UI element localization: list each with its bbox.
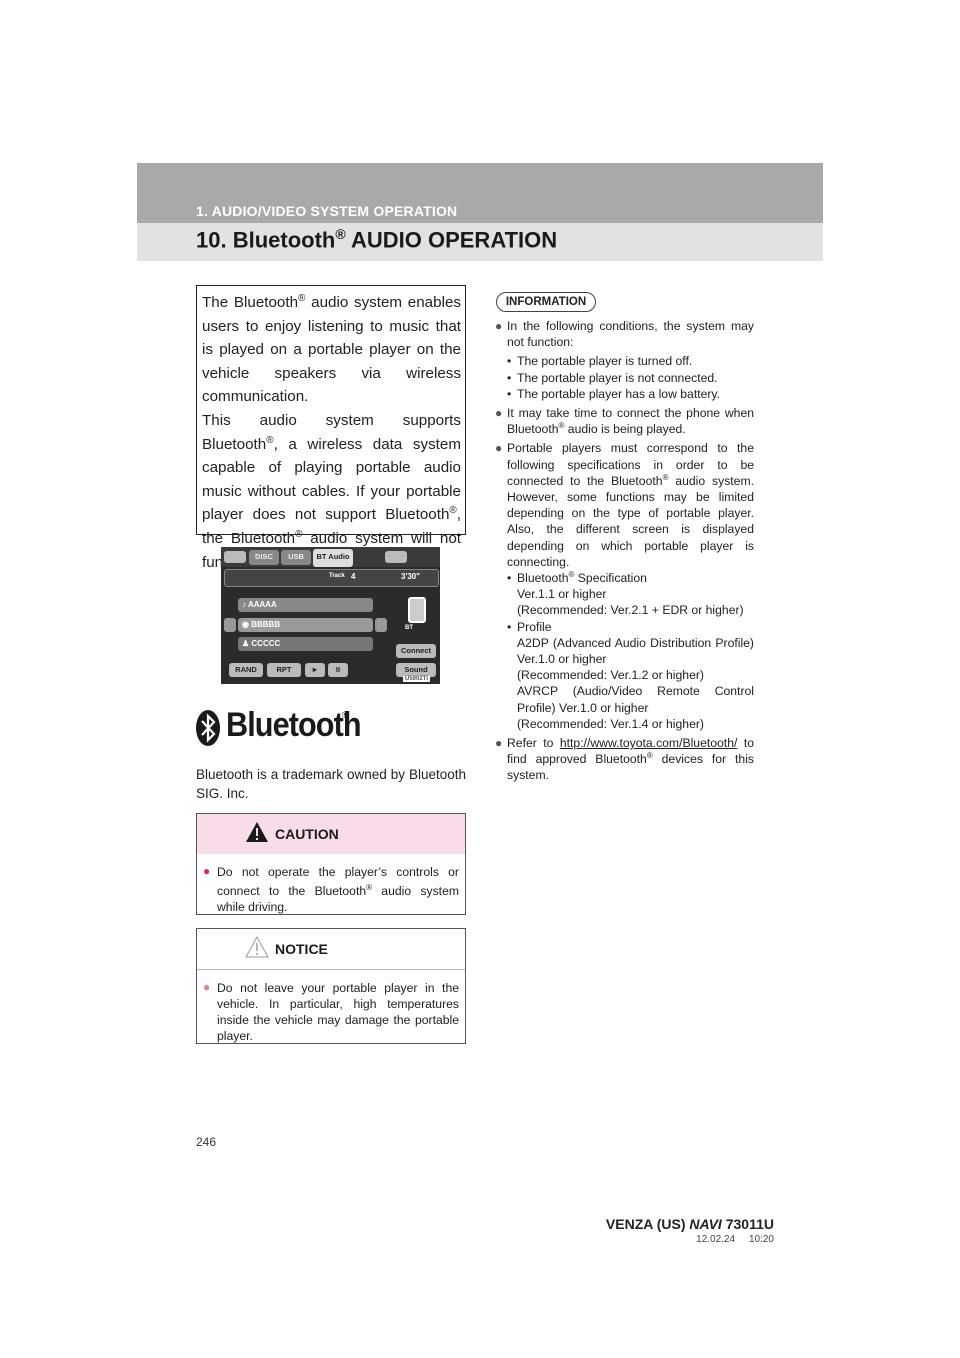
trademark-note: Bluetooth is a trademark owned by Blueto… — [196, 767, 466, 801]
tab-bt-audio: BT Audio — [313, 549, 353, 567]
info-spec-line: (Recommended: Ver.1.4 or higher) — [517, 716, 704, 731]
notice-header: NOTICE — [197, 929, 465, 970]
next-icon — [375, 618, 387, 632]
bullet-icon: ● — [495, 736, 503, 751]
warning-triangle-icon — [246, 822, 268, 842]
information-list: ● In the following conditions, the syste… — [495, 318, 754, 787]
title-band — [137, 223, 823, 261]
tab-usb: USB — [281, 550, 311, 565]
info-spec-line: A2DP (Advanced Audio Distribution Profil… — [517, 635, 754, 667]
caution-box: CAUTION ● Do not operate the player’s co… — [196, 813, 466, 915]
info-item: ● Portable players must correspond to th… — [495, 441, 754, 569]
notice-text: ● Do not leave your portable player in t… — [203, 980, 459, 1043]
forward-arrow-icon — [385, 551, 407, 563]
info-spec: •Profile — [507, 619, 552, 634]
info-subitem: •The portable player has a low battery. — [507, 386, 721, 401]
bluetooth-reg-mark: ® — [342, 710, 349, 720]
artist-row: ♟ CCCCC — [238, 637, 373, 651]
bullet-icon: ● — [203, 980, 211, 994]
play-button: ► — [305, 663, 325, 677]
approved-devices-link[interactable]: http://www.toyota.com/Bluetooth/ — [559, 736, 738, 751]
rand-button: RAND — [229, 663, 263, 677]
screen-tab-bar: DISC USB BT Audio — [221, 547, 440, 567]
intro-box: The Bluetooth® audio system enables user… — [196, 285, 466, 571]
caution-text: ● Do not operate the player’s controls o… — [203, 864, 459, 915]
bullet-icon: ● — [495, 441, 503, 456]
rpt-button: RPT — [267, 663, 301, 677]
back-arrow-icon — [224, 551, 246, 563]
info-spec-line: AVRCP (Audio/Video Remote Control Profil… — [517, 684, 754, 715]
header-band — [137, 163, 823, 223]
info-spec-line: (Recommended: Ver.2.1 + EDR or higher) — [517, 603, 744, 618]
intro-paragraph-1: The Bluetooth® audio system enables user… — [202, 292, 461, 406]
section-heading: 1. AUDIO/VIDEO SYSTEM OPERATION — [196, 203, 458, 219]
title-row: ♪ AAAAA — [238, 598, 373, 612]
caution-label: CAUTION — [275, 826, 339, 842]
pause-button: II — [328, 663, 348, 677]
footer-model: VENZA (US) NAVI 73011U — [605, 1216, 774, 1232]
sound-button: Sound — [396, 663, 436, 677]
warning-triangle-outline-icon — [245, 936, 269, 958]
notice-label: NOTICE — [275, 941, 328, 957]
info-spec: •Bluetooth® Specification — [507, 569, 647, 586]
info-subitem: •The portable player is turned off. — [507, 354, 693, 369]
info-spec-line: (Recommended: Ver.1.2 or higher) — [517, 668, 704, 683]
info-item: ● Refer to http://www.toyota.com/Bluetoo… — [495, 736, 754, 783]
intro-paragraph-2: This audio system supports Bluetooth®, a… — [202, 411, 461, 571]
phone-icon — [408, 597, 426, 623]
screen-body: Track 4 3'30" ♪ AAAAA ◉ BBBBB ♟ CCCCC BT… — [221, 567, 440, 684]
bullet-icon: ● — [495, 319, 503, 333]
bullet-icon: ● — [203, 864, 211, 878]
notice-box: NOTICE ● Do not leave your portable play… — [196, 928, 466, 1044]
track-bar: Track 4 3'30" — [224, 569, 439, 587]
info-item: ● In the following conditions, the syste… — [495, 319, 754, 350]
connect-button: Connect — [396, 644, 436, 658]
info-spec-line: Ver.1.1 or higher — [517, 587, 607, 602]
prev-icon — [224, 618, 236, 632]
tab-disc: DISC — [249, 550, 279, 565]
bullet-icon: ● — [495, 406, 503, 421]
bt-audio-screen-image: DISC USB BT Audio Track 4 3'30" ♪ AAAAA … — [221, 547, 440, 684]
bluetooth-rune-icon — [196, 710, 220, 746]
screen-code: U5902TI — [403, 676, 431, 682]
footer-date: 12.02.24 10:20 — [696, 1234, 774, 1245]
page-title: 10. Bluetooth® AUDIO OPERATION — [196, 226, 558, 253]
page-number: 246 — [196, 1135, 217, 1149]
info-subitem: •The portable player is not connected. — [507, 370, 718, 385]
album-row: ◉ BBBBB — [238, 618, 373, 632]
info-item: ● It may take time to connect the phone … — [495, 406, 754, 437]
information-label: INFORMATION — [496, 292, 596, 312]
bluetooth-wordmark: Bluetooth — [226, 706, 362, 744]
caution-header: CAUTION — [197, 814, 465, 854]
